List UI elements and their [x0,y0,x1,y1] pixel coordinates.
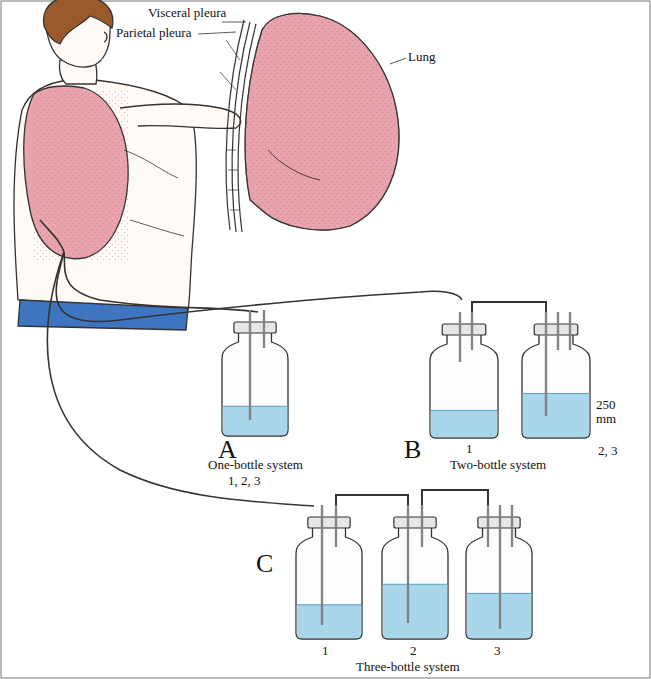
glass-tube [322,505,323,625]
label: 1, 2, 3 [228,474,261,488]
label: 1 [322,644,329,658]
glass-tube [321,505,323,625]
label: 2, 3 [598,444,618,458]
bottle-body [296,525,362,639]
glass-tube [421,505,423,547]
panel-letter: C [256,550,273,579]
water [431,410,498,437]
glass-tube [407,505,409,623]
label: 250 mm [596,398,632,427]
connecting-tube [422,490,488,505]
stopper [394,517,436,528]
glass-tube [471,312,473,350]
label: Two-bottle system [450,458,546,472]
water-line [223,406,287,407]
glass-tube [335,505,337,547]
patient-figure [14,0,241,330]
glass-tube [487,505,489,547]
stopper [308,517,350,528]
glass-tube [488,505,489,547]
glass-tube [557,312,559,350]
glass-tube [545,312,547,416]
water [523,393,590,437]
glass-tube [558,312,559,350]
glass-tube [570,312,571,350]
glass-tube [459,312,461,362]
glass-tube [263,310,265,348]
bottle-body [430,332,498,438]
glass-tube [569,312,571,350]
glass-tube [460,312,461,362]
label: Three-bottle system [356,660,460,674]
water-line [383,584,447,585]
bottle-body [222,330,288,436]
label: Parietal pleura [116,26,191,40]
glass-tube [264,310,265,348]
stopper [234,322,276,333]
label: 3 [494,644,501,658]
drainage-tubing [47,252,462,506]
connecting-tube [336,495,408,505]
glass-tube [408,505,409,623]
glass-tube [511,505,513,547]
label: Visceral pleura [148,6,226,20]
glass-tube [512,505,513,547]
label: Lung [408,50,435,64]
bottle-body [522,332,590,438]
label: 2 [410,644,417,658]
glass-tube [500,505,501,629]
bottle-body [382,525,448,639]
water [297,605,362,639]
glass-tube [546,312,547,416]
water-line [297,604,361,605]
glass-tube [336,505,337,547]
panel-letter: B [404,436,421,465]
lung-inset [198,13,406,232]
glass-tube [249,310,251,420]
water [223,406,288,435]
label: One-bottle system [208,458,303,472]
glass-tube [250,310,251,420]
water-line [523,393,589,394]
label: 1 [466,442,473,456]
stopper [442,324,486,335]
water [383,584,448,638]
connecting-tube [472,302,546,312]
glass-tube [422,505,423,547]
water-line [431,410,497,411]
stopper [534,324,578,335]
glass-tube [499,505,501,629]
glass-tube [472,312,473,350]
